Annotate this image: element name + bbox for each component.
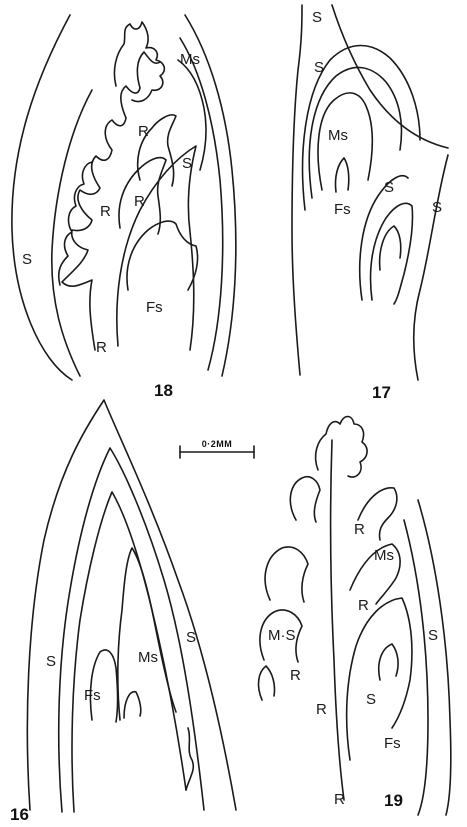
fig19-inner-sheath	[404, 520, 428, 815]
fig19-number: 19	[384, 791, 403, 810]
fig17-inner-bract-2	[371, 203, 413, 304]
fig16-label-ms: Ms	[138, 649, 158, 666]
fig18-label-r3: R	[134, 193, 145, 210]
fig18-left-frill	[59, 162, 92, 285]
fig19-label-r1: R	[354, 521, 365, 538]
fig19-label-ms-lower: M·S	[268, 627, 296, 644]
fig16-right-frill	[186, 728, 193, 790]
fig17-label-fs: Fs	[334, 201, 351, 218]
fig17-number: 17	[372, 383, 391, 402]
fig17-label-s-top: S	[312, 9, 322, 26]
fig17-label-s-inner: S	[384, 179, 394, 196]
fig18-label-s-right: S	[182, 155, 192, 172]
fig19-label-r4: R	[316, 701, 327, 718]
figure-19: R Ms R M·S R R S S Fs R 19	[259, 417, 451, 816]
fig17-outer-right	[414, 155, 448, 380]
fig17-stalk-left	[292, 5, 302, 375]
fig18-ms-sheath	[178, 60, 206, 170]
figure-17: S S Ms Fs S S 17	[292, 5, 448, 402]
fig16-label-s-right: S	[186, 629, 196, 646]
figure-18: Ms R R R R S S Fs 18	[12, 15, 236, 400]
fig19-left-lobes-2	[265, 547, 308, 602]
fig16-inner-sheath	[59, 448, 204, 812]
fig16-label-s-left: S	[46, 653, 56, 670]
fig17-ms-tip	[335, 158, 348, 192]
fig19-outer-sheath	[418, 500, 451, 815]
fig18-number: 18	[154, 381, 173, 400]
fig18-fs-sheath	[117, 146, 196, 350]
scale-bar: 0·2MM	[180, 439, 254, 458]
fig17-label-s-outer: S	[432, 199, 442, 216]
fig19-label-s-inner: S	[366, 691, 376, 708]
fig19-rachis	[331, 440, 344, 800]
scale-bar-label: 0·2MM	[202, 439, 233, 449]
fig16-label-fs: Fs	[84, 687, 101, 704]
fig19-lower-left-frill	[259, 666, 275, 700]
fig19-label-fs: Fs	[384, 735, 401, 752]
fig19-left-lobes-1	[290, 477, 320, 522]
fig19-label-s-outer: S	[428, 627, 438, 644]
fig16-fs-body	[90, 650, 117, 722]
fig18-outer-sheath-left	[12, 15, 72, 380]
figure-16: S Ms S Fs 16	[10, 400, 236, 824]
fig19-fs-lobe	[379, 644, 398, 680]
fig19-label-ms-upper: Ms	[374, 547, 394, 564]
fig19-label-r5: R	[334, 791, 345, 808]
fig17-stalk-top-right	[332, 5, 448, 148]
fig17-label-s-upper: S	[314, 59, 324, 76]
fig18-label-ms: Ms	[180, 51, 200, 68]
fig18-label-r4: R	[96, 339, 107, 356]
fig16-ms-tip	[124, 692, 141, 718]
fig16-sheath-inner-2	[72, 492, 186, 812]
fig17-fs-lobe	[380, 226, 401, 270]
fig17-label-ms: Ms	[328, 127, 348, 144]
fig19-apex-lobes	[316, 417, 368, 478]
fig19-label-r2: R	[358, 597, 369, 614]
fig16-ms-body	[118, 548, 176, 720]
fig16-number: 16	[10, 805, 29, 824]
fig18-label-fs: Fs	[146, 299, 163, 316]
fig18-label-r1: R	[138, 123, 149, 140]
fig18-label-r2: R	[100, 203, 111, 220]
fig18-right-bract-3	[127, 221, 198, 290]
fig19-label-r3: R	[290, 667, 301, 684]
fig18-label-s-left: S	[22, 251, 32, 268]
